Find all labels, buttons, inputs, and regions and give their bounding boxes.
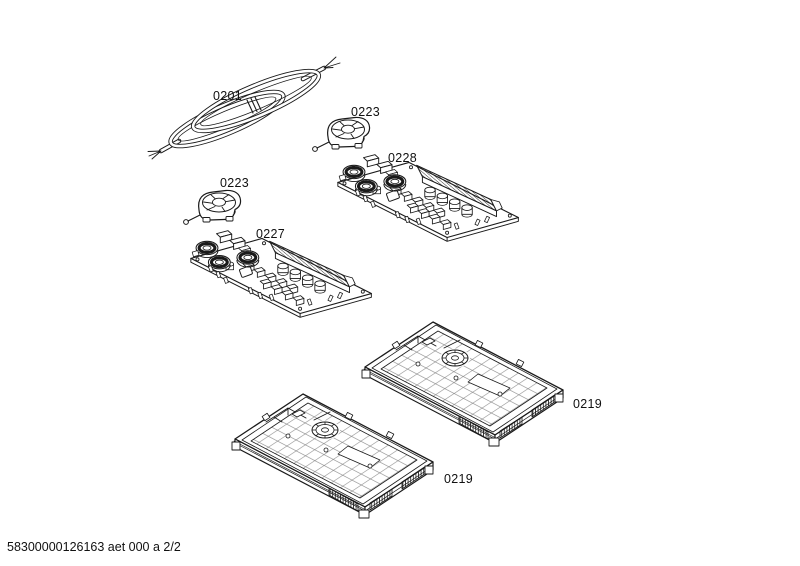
part-drawing-base-tray-right — [361, 321, 564, 447]
part-drawing-mains-cable — [147, 56, 341, 160]
part-ref-0219-right: 0219 — [573, 397, 603, 411]
part-drawing-pcb-0227 — [191, 231, 372, 318]
part-ref-0219-bottom: 0219 — [444, 472, 474, 486]
part-ref-0223-left: 0223 — [220, 176, 250, 190]
part-drawing-fan-left — [183, 189, 242, 225]
part-ref-0201: 0201 — [213, 89, 243, 103]
part-drawing-base-tray-bottom — [231, 393, 434, 519]
part-ref-0227: 0227 — [256, 227, 286, 241]
part-drawing-pcb-0228 — [338, 155, 519, 242]
document-number: 58300000126163 aet 000 a 2/2 — [7, 540, 181, 554]
part-drawing-fan-top — [312, 116, 371, 152]
part-ref-0228: 0228 — [388, 151, 418, 165]
part-ref-0223-top: 0223 — [351, 105, 381, 119]
